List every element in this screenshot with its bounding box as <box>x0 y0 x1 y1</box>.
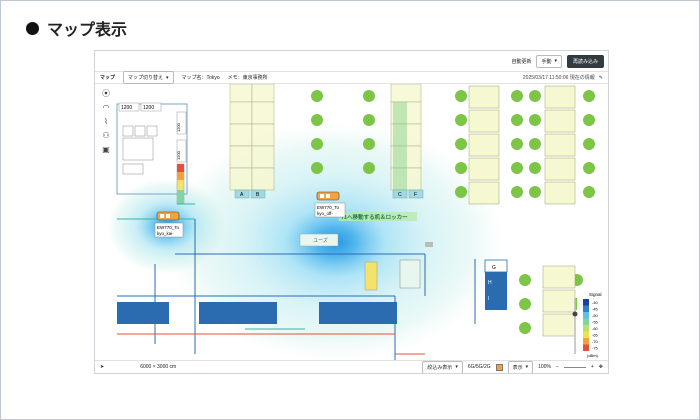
signal-legend-tick: -55 <box>592 320 599 325</box>
reload-button[interactable]: 再読み込み <box>566 54 604 68</box>
walls <box>117 219 476 362</box>
signal-legend-tick: -65 <box>592 333 599 338</box>
chairs <box>311 90 595 334</box>
signal-legend-tick: -45 <box>592 307 599 312</box>
signal-legend-swatch <box>583 305 589 312</box>
locker-label: 71へ移動する机＆ロッカー <box>341 213 408 221</box>
signal-legend-swatch <box>583 312 589 319</box>
fit-icon[interactable]: ✥ <box>598 364 603 370</box>
box-f: F <box>414 192 417 198</box>
mid-label: ユーズ <box>313 237 328 244</box>
ap-1-label-a: EW770_To <box>157 225 180 230</box>
map-toolbar: マップ マップ切り替え ▾ マップ名：Tokyo メモ：東京事務所 2025/0… <box>95 71 608 84</box>
access-point-2[interactable]: EW770_To kyo_off- <box>314 191 346 218</box>
chevron-down-icon: ▾ <box>554 58 557 64</box>
ap-2-label-b: kyo_off- <box>317 211 333 216</box>
wifi-icon[interactable]: ◠ <box>102 103 110 112</box>
timestamp: 2025/03/17 11:50:06 現在の情報 <box>522 75 595 81</box>
box-a: A <box>240 192 244 198</box>
map-section-label: マップ <box>100 75 116 81</box>
edit-icon[interactable]: ✎ <box>598 74 603 81</box>
zoom-out-icon[interactable]: − <box>555 364 559 370</box>
auto-refresh-label: 自動更新 <box>511 58 532 65</box>
ap-1-label-b: kyo_kai- <box>157 231 174 236</box>
signal-legend-tick: -60 <box>592 326 599 331</box>
device-icon[interactable]: ▣ <box>102 145 110 154</box>
users-icon[interactable]: ⚇ <box>102 131 110 140</box>
ap-2-label-a: EW770_To <box>317 205 340 210</box>
top-bar: 自動更新 手動 ▾ 再読み込み <box>95 51 608 71</box>
map-name: マップ名：Tokyo <box>181 75 220 81</box>
map-size: 6000 × 3000 cm <box>140 364 177 370</box>
signal-legend-swatch <box>583 325 589 332</box>
map-sidebar: ⦿ ◠ ⌇ ⚇ ▣ <box>95 84 117 362</box>
zoom-level: 100% <box>538 364 551 370</box>
signal-legend-swatch <box>583 299 589 306</box>
zoom-in-icon[interactable]: + <box>590 364 594 370</box>
chevron-down-icon: ▾ <box>166 74 169 81</box>
signal-legend-tick: -50 <box>592 313 599 318</box>
floor-map[interactable]: ⦿ ◠ ⌇ ⚇ ▣ <box>95 83 608 362</box>
display-label: 表示 <box>512 364 523 371</box>
box-h: H <box>488 280 492 286</box>
signal-legend: Signal -40 -45-50 -55-60 -65-70 -75 (dBm) <box>577 289 608 362</box>
ap-signal-icon[interactable]: ⦿ <box>102 89 110 98</box>
box-i: I <box>488 296 489 302</box>
wall-blocks <box>117 272 507 324</box>
auto-refresh-select[interactable]: 手動 ▾ <box>536 54 562 68</box>
auto-refresh-value: 手動 <box>541 58 552 65</box>
chevron-down-icon: ▾ <box>455 364 458 370</box>
room-label-3: 1200 <box>176 122 181 132</box>
switch-map-label: マップ切り替え <box>128 75 164 81</box>
map-app-window: 自動更新 手動 ▾ 再読み込み マップ マップ切り替え ▾ マップ名：Tokyo… <box>94 50 609 374</box>
bottom-bar: ➤ 6000 × 3000 cm 絞込み表示 ▾ 6G/5G/2G 表示 ▾ 1… <box>95 360 608 373</box>
signal-legend-swatch <box>583 338 589 345</box>
bullet-icon <box>26 21 39 35</box>
signal-legend-title: Signal <box>589 292 602 297</box>
room-label-4: 1200 <box>176 150 181 160</box>
floor-plan-svg: 1200 1200 1200 1200 <box>107 83 608 362</box>
signal-legend-tick: -40 <box>592 300 599 305</box>
signal-legend-tick: -75 <box>592 346 599 351</box>
signal-legend-swatch <box>583 344 589 351</box>
access-point-1[interactable]: EW770_To kyo_kai- <box>154 211 184 238</box>
band-label[interactable]: 6G/5G/2G <box>467 364 491 370</box>
signal-legend-swatch <box>583 331 589 338</box>
chevron-down-icon: ▾ <box>525 364 529 370</box>
pointer-icon[interactable]: ➤ <box>100 364 105 370</box>
map-memo: メモ：東京事務所 <box>227 75 268 81</box>
box-g: G <box>492 265 496 271</box>
display-dropdown[interactable]: 表示 ▾ <box>507 360 534 373</box>
box-c: C <box>398 192 402 198</box>
zoom-slider[interactable] <box>563 366 586 368</box>
signal-legend-swatch <box>583 318 589 325</box>
signal-legend-unit: (dBm) <box>587 353 599 358</box>
band-color-icon <box>495 363 503 371</box>
signal-legend-tick: -70 <box>592 339 599 344</box>
box-b: B <box>256 192 260 198</box>
room-label-1: 1200 <box>121 105 132 111</box>
page-title: マップ表示 <box>47 22 128 39</box>
filter-dropdown[interactable]: 絞込み表示 ▾ <box>422 360 463 373</box>
signal-slider-handle[interactable] <box>572 311 578 317</box>
page-heading: マップ表示 <box>26 16 127 40</box>
switch-map-dropdown[interactable]: マップ切り替え ▾ <box>123 71 174 84</box>
filter-label: 絞込み表示 <box>427 364 453 371</box>
chart-icon[interactable]: ⌇ <box>104 117 108 126</box>
room-label-2: 1200 <box>143 105 154 111</box>
